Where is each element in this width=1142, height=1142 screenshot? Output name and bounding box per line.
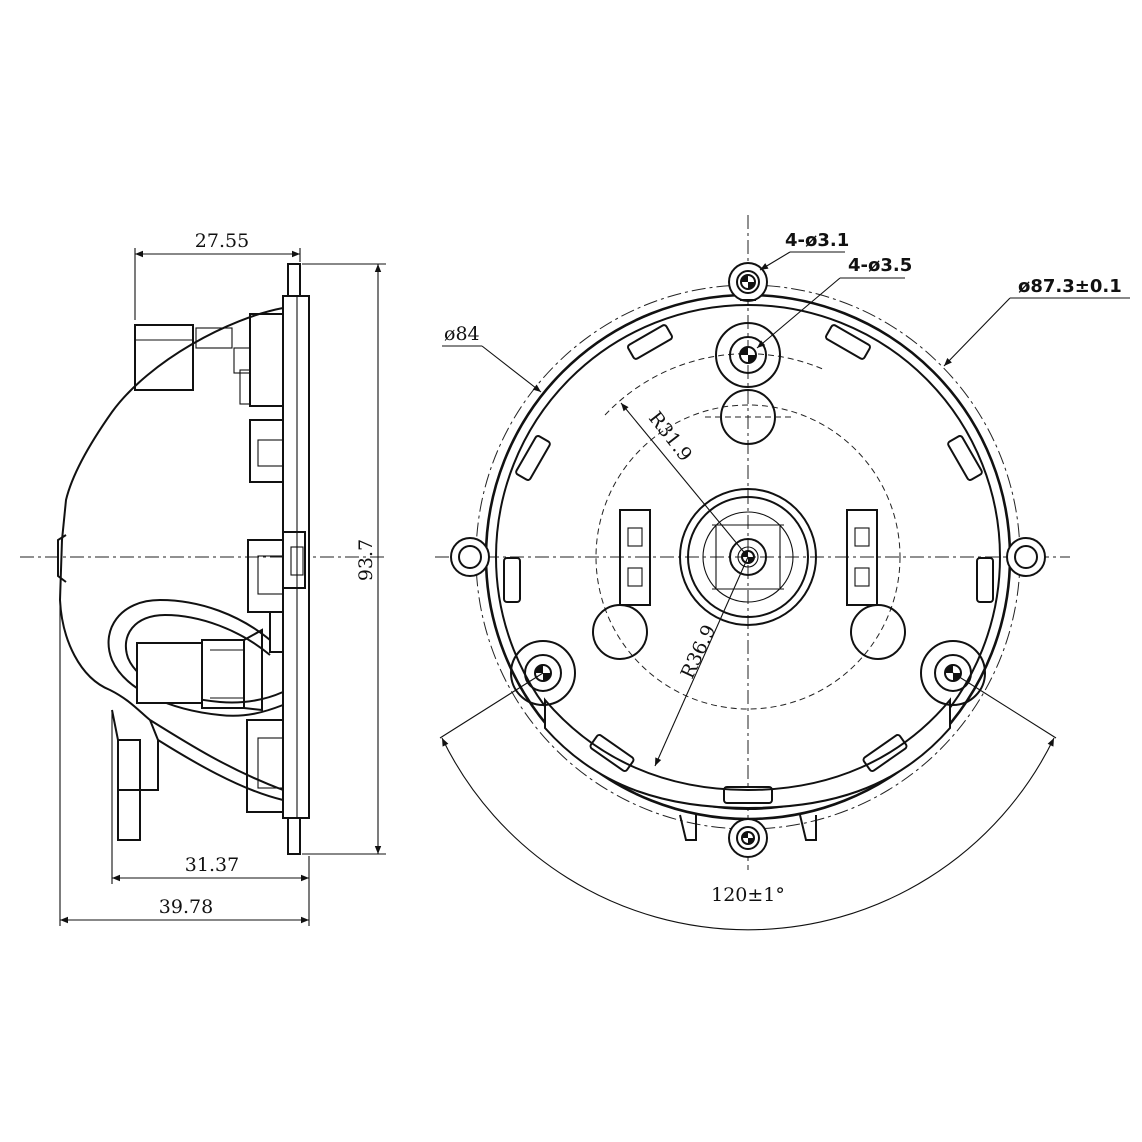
front-view: 4-ø3.1 4-ø3.5 ø87.3±0.1 ø84 R31.9 R36.9 … [435, 215, 1130, 931]
side-left-nub [57, 534, 67, 583]
label-radius-outer: R36.9 [677, 621, 721, 682]
label-holes-large: 4-ø3.5 [848, 255, 912, 276]
label-radius-inner: R31.9 [644, 408, 696, 466]
side-clips [233, 313, 306, 813]
dim-width-top: 27.55 [195, 230, 249, 252]
latch-clips [619, 509, 878, 606]
leader-radius-inner [620, 402, 749, 558]
label-angle: 120±1° [711, 884, 785, 906]
hole-markers [534, 274, 962, 845]
side-plate-lip-bottom [287, 817, 301, 855]
side-plate-lip-top [287, 263, 301, 297]
front-lower-cutout [544, 697, 951, 810]
side-top-boss [134, 324, 194, 391]
label-inner-diameter: ø84 [444, 323, 480, 345]
dim-depth-total: 39.78 [159, 896, 213, 918]
side-dome-body [58, 307, 284, 721]
angle-arc [441, 737, 1055, 931]
side-view: 27.55 93.7 31.37 39.78 [20, 230, 386, 926]
dim-height: 93.7 [355, 539, 377, 581]
side-connector [136, 642, 203, 704]
leader-radius-outer [654, 556, 749, 767]
pcd-r36-9 [595, 404, 901, 710]
label-holes-small: 4-ø3.1 [785, 230, 849, 251]
center-hub [679, 488, 817, 626]
screw-bosses [510, 322, 986, 706]
label-outer-diameter: ø87.3±0.1 [1018, 276, 1122, 297]
side-cable [107, 598, 284, 717]
dim-depth-mid: 31.37 [185, 854, 239, 876]
